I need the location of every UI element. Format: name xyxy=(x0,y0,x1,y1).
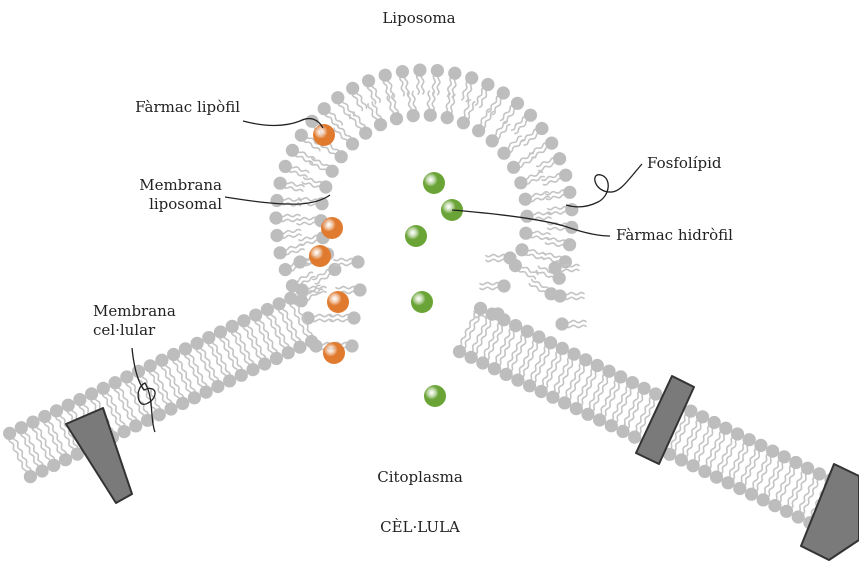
liposome-outer-lipid-14 xyxy=(346,82,366,111)
liposome-outer-lipid-33 xyxy=(546,238,577,251)
liposome-inner-lipid-22 xyxy=(520,210,551,223)
label-membrana-cellular-line-2: cel·lular xyxy=(93,321,203,340)
leader-lines xyxy=(132,119,642,432)
liposome-inner-lipid-6 xyxy=(310,158,339,178)
liposome-outer-lipid-9 xyxy=(286,144,315,164)
hydrophilic-drug-4 xyxy=(424,385,446,407)
liposome-inner-lipid-17 xyxy=(486,121,510,147)
liposome-outer-lipid-18 xyxy=(413,64,426,95)
liposome-inner-lipid-12 xyxy=(407,91,420,122)
hydrophilic-drug-0 xyxy=(423,172,445,194)
membrane-protein-right-2 xyxy=(801,464,859,560)
label-cellula: CÈL·LULA xyxy=(350,518,490,537)
liposome-outer-lipid-24 xyxy=(501,97,525,124)
neck-right-lipid-1 xyxy=(480,279,511,292)
label-membrana-liposomal: Membrana liposomal xyxy=(92,176,222,214)
liposome-inner-lipid-24 xyxy=(515,243,545,259)
liposome-outer-lipid-30 xyxy=(546,186,577,200)
liposome-outer-lipid-15 xyxy=(362,74,380,104)
liposome-inner-lipid-21 xyxy=(519,192,550,206)
label-membrana-cellular: Membrana cel·lular xyxy=(93,302,203,340)
liposome-inner-lipid-16 xyxy=(472,109,493,137)
liposome-inner-lipid-15 xyxy=(457,100,475,130)
lipophilic-drug-2 xyxy=(309,245,331,267)
liposome-inner-lipid-19 xyxy=(507,153,536,174)
liposome-outer-lipid-22 xyxy=(475,78,494,107)
neck-right-outer-lipid-1 xyxy=(553,289,584,302)
liposome-inner-lipid-13 xyxy=(424,91,437,122)
liposome-outer-lipid-4 xyxy=(270,229,301,242)
liposome-outer-lipid-31 xyxy=(548,203,579,216)
liposome-inner-lipid-8 xyxy=(334,125,359,150)
neck-right-lipid-0 xyxy=(486,251,517,264)
liposome-outer-lipid-29 xyxy=(542,169,572,185)
lipophilic-drug-1 xyxy=(321,217,343,239)
label-farmac-hidrofil: Fàrmac hidròfil xyxy=(616,226,776,245)
liposome-inner-lipid-14 xyxy=(441,94,455,125)
liposome-inner-lipid-5 xyxy=(302,178,332,194)
lipophilic-drug-0 xyxy=(313,124,335,146)
lipophilic-drug-3 xyxy=(327,291,349,313)
liposome-outer-lipid-21 xyxy=(462,71,479,101)
label-membrana-cellular-line-1: Membrana xyxy=(93,302,203,321)
liposome-outer-lipid-7 xyxy=(274,177,305,192)
liposome-inner-lipid-20 xyxy=(514,172,544,189)
liposome-inner-lipid-10 xyxy=(368,102,387,131)
liposome-outer-lipid-6 xyxy=(270,194,301,207)
liposome-outer-lipid-25 xyxy=(512,109,538,134)
leader-fosfolipid xyxy=(566,164,642,207)
liposome-outer-lipid-8 xyxy=(279,160,309,177)
label-membrana-liposomal-line-2: liposomal xyxy=(92,195,222,214)
neck-left-outer-lipid-2 xyxy=(301,311,332,324)
liposome-outer-lipid-23 xyxy=(488,86,510,114)
liposome-outer-lipid-19 xyxy=(431,64,444,95)
neck-right-outer-lipid-2 xyxy=(555,317,586,330)
liposome-outer-lipid-17 xyxy=(396,65,409,96)
label-membrana-liposomal-line-1: Membrana xyxy=(92,176,222,195)
liposome-inner-lipid-23 xyxy=(519,227,550,240)
liposome-outer-lipid-20 xyxy=(447,67,461,98)
label-fosfolipid: Fosfolípid xyxy=(647,154,767,173)
hydrophilic-drug-2 xyxy=(405,225,427,247)
liposome-outer-lipid-27 xyxy=(530,137,559,158)
liposome-outer-lipid-28 xyxy=(537,152,567,171)
lipophilic-drug-4 xyxy=(323,342,345,364)
liposome-outer-lipid-36 xyxy=(529,279,557,300)
neck-left-inner-lipid-2 xyxy=(330,311,361,324)
liposome-inner-lipid-18 xyxy=(497,136,524,160)
label-liposoma: Liposoma xyxy=(354,9,484,28)
label-farmac-lipofil: Fàrmac lipòfil xyxy=(92,98,240,117)
hydrophilic-drug-3 xyxy=(411,291,433,313)
liposome-outer-lipid-5 xyxy=(269,211,300,224)
label-citoplasma: Citoplasma xyxy=(350,468,490,487)
liposome-outer-lipid-12 xyxy=(318,102,343,128)
